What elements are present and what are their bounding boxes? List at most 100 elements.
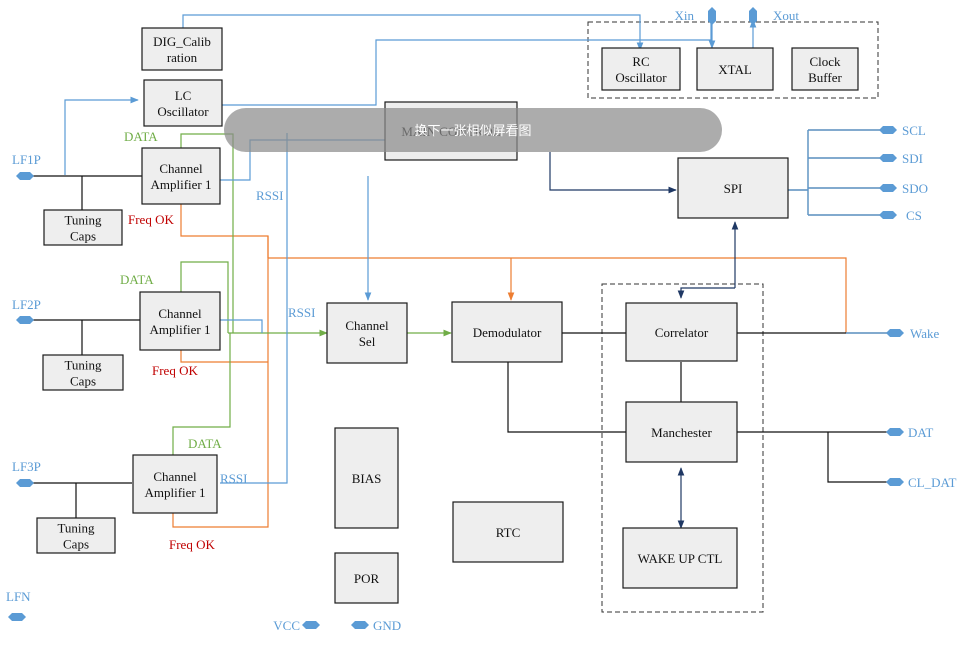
pin-label: Wake xyxy=(910,326,939,341)
tuning-caps-1-label: Caps xyxy=(70,229,96,244)
pin-label: GND xyxy=(373,618,401,633)
xtal-block: XTAL xyxy=(696,47,774,91)
pin-xout: Xout xyxy=(749,7,799,25)
pin-label: DAT xyxy=(908,425,933,440)
por-block: POR xyxy=(334,552,399,604)
pin-xin: Xin xyxy=(675,7,716,25)
pin-label: SDO xyxy=(902,181,928,196)
demodulator-label: Demodulator xyxy=(473,325,542,340)
pin-connector-icon xyxy=(302,621,320,629)
wake-up-ctl-block: WAKE UP CTL xyxy=(622,527,738,589)
pin-lf3p: LF3P xyxy=(12,459,41,487)
pin-label: CS xyxy=(906,208,922,223)
channel-sel-label: Channel xyxy=(345,318,389,333)
tuning-caps-1-label: Tuning xyxy=(64,213,102,228)
pin-connector-icon xyxy=(879,126,897,134)
spi-label: SPI xyxy=(724,181,743,196)
pin-connector-icon xyxy=(879,184,897,192)
pin-label: LF3P xyxy=(12,459,41,474)
correlator-block: Correlator xyxy=(625,302,738,362)
signal-label-rssi-2: RSSI xyxy=(288,305,315,320)
channel-amp-3-label: Amplifier 1 xyxy=(144,485,205,500)
pin-sdi: SDI xyxy=(879,151,923,166)
pin-connector-icon xyxy=(8,613,26,621)
pin-sdo: SDO xyxy=(879,181,928,196)
dig-calibration-label: DIG_Calib xyxy=(153,34,211,49)
pin-lfn: LFN xyxy=(6,589,31,621)
signal-label-freq-ok-1: Freq OK xyxy=(128,212,174,227)
pin-label: Xin xyxy=(675,8,695,23)
channel-sel-label: Sel xyxy=(359,334,376,349)
pin-wake: Wake xyxy=(886,326,939,341)
tuning-caps-2-label: Tuning xyxy=(64,358,102,373)
pin-connector-icon xyxy=(708,7,716,25)
pin-lf2p: LF2P xyxy=(12,297,41,324)
overlay-pill[interactable] xyxy=(224,108,722,152)
bias-block: BIAS xyxy=(334,427,399,529)
pin-connector-icon xyxy=(879,154,897,162)
channel-amp-3-label: Channel xyxy=(153,469,197,484)
pin-connector-icon xyxy=(749,7,757,25)
signal-label-rssi-1: RSSI xyxy=(256,188,283,203)
tuning-caps-2-label: Caps xyxy=(70,374,96,389)
correlator-label: Correlator xyxy=(655,325,709,340)
pin-connector-icon xyxy=(879,211,897,219)
rtc-block: RTC xyxy=(452,501,564,563)
preview-overlay[interactable]: 换下一张相似屏看图 xyxy=(224,108,722,152)
tuning-caps-3-label: Tuning xyxy=(57,521,95,536)
freq-ok-wires xyxy=(172,203,847,528)
pin-connector-icon xyxy=(886,428,904,436)
pin-label: CL_DAT xyxy=(908,475,956,490)
manchester-block: Manchester xyxy=(625,401,738,463)
rc-oscillator-label: Oscillator xyxy=(615,70,667,85)
spi-block: SPI xyxy=(677,157,789,219)
pin-cs: CS xyxy=(879,208,922,223)
pin-scl: SCL xyxy=(879,123,926,138)
pin-label: SCL xyxy=(902,123,926,138)
rc-oscillator-label: RC xyxy=(632,54,649,69)
bias-label: BIAS xyxy=(352,471,382,486)
channel-amp-1-label: Channel xyxy=(159,161,203,176)
digital-wires xyxy=(549,152,739,529)
xtal-label: XTAL xyxy=(718,62,752,77)
por-label: POR xyxy=(354,571,380,586)
decoder-group-frame xyxy=(601,283,764,613)
spi-pin-wires xyxy=(788,129,888,216)
pin-connector-icon xyxy=(16,172,34,180)
signal-label-data-3: DATA xyxy=(188,436,222,451)
pin-cl-dat: CL_DAT xyxy=(886,475,956,490)
pin-label: VCC xyxy=(273,618,300,633)
clock-group-frame xyxy=(587,21,879,99)
pin-vcc: VCC xyxy=(273,618,320,633)
dig-calibration-label: ration xyxy=(167,50,198,65)
signal-label-data-2: DATA xyxy=(120,272,154,287)
pin-label: Xout xyxy=(773,8,799,23)
channel-amp-2-label: Channel xyxy=(158,306,202,321)
clock-buffer-label: Clock xyxy=(809,54,841,69)
clock-buffer-label: Buffer xyxy=(808,70,842,85)
pin-lf1p: LF1P xyxy=(12,152,41,180)
pin-connector-icon xyxy=(16,316,34,324)
pin-connector-icon xyxy=(886,329,904,337)
channel-amp-2-label: Amplifier 1 xyxy=(149,322,210,337)
wake-up-ctl-label: WAKE UP CTL xyxy=(638,551,723,566)
pin-connector-icon xyxy=(886,478,904,486)
data-wires xyxy=(172,133,452,455)
lc-oscillator-label: LC xyxy=(175,88,192,103)
channel-amp-1-label: Amplifier 1 xyxy=(150,177,211,192)
signal-label-freq-ok-3: Freq OK xyxy=(169,537,215,552)
signal-label-data-1: DATA xyxy=(124,129,158,144)
pin-label: LF2P xyxy=(12,297,41,312)
pin-connector-icon xyxy=(16,479,34,487)
